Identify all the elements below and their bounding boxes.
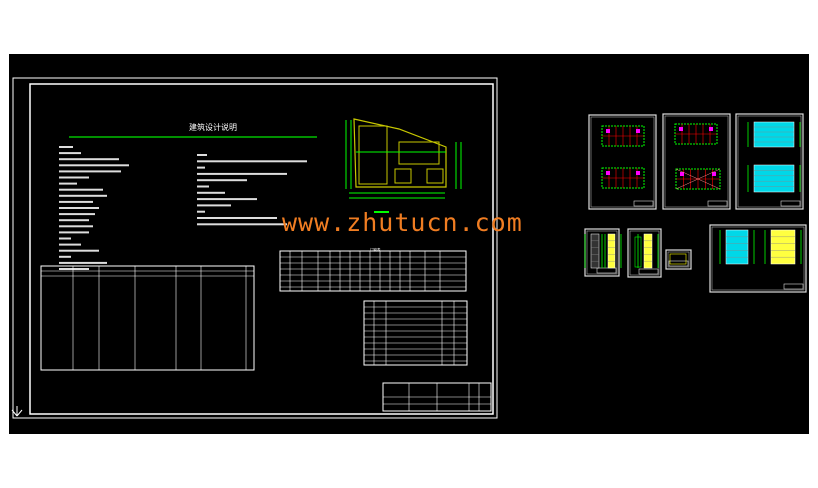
ucs-icon — [11, 406, 23, 417]
note-line — [59, 182, 77, 185]
note-line — [59, 243, 81, 246]
door-window-table-title: 门窗表 — [370, 247, 381, 252]
note-line — [59, 170, 121, 173]
thumbnail-sheet — [709, 224, 807, 293]
note-line — [197, 198, 257, 201]
note-line — [59, 249, 99, 252]
note-line — [59, 231, 89, 234]
note-line — [59, 200, 93, 203]
note-line — [197, 191, 225, 194]
thumbnail-sheet — [588, 114, 657, 210]
table-border — [279, 250, 467, 292]
note-line — [59, 164, 129, 167]
note-line — [59, 261, 107, 264]
drawing-title: 建筑设计说明 — [189, 122, 237, 132]
sheet-inner-border — [29, 83, 494, 415]
table-border — [40, 265, 255, 371]
note-line — [59, 152, 81, 155]
site-plan — [345, 118, 462, 213]
watermark: www.zhutucn.com — [282, 208, 523, 237]
table-border — [363, 300, 468, 366]
note-line — [59, 176, 89, 179]
thumbnail-sheet — [735, 113, 804, 210]
note-line — [197, 185, 209, 188]
note-line — [197, 210, 205, 213]
cad-drawing: 建筑设计说明 门窗表 — [11, 77, 807, 419]
note-line — [197, 223, 287, 226]
note-line — [197, 154, 207, 156]
thumbnail-sheet — [662, 113, 731, 210]
note-line — [59, 188, 103, 191]
note-line — [59, 237, 71, 240]
note-line — [59, 255, 71, 258]
thumbnail-sheet — [627, 228, 662, 278]
design-notes — [59, 146, 307, 270]
note-line — [59, 268, 89, 270]
note-line — [59, 158, 119, 161]
note-line — [59, 146, 73, 148]
note-line — [59, 194, 107, 197]
note-line — [59, 213, 95, 216]
note-line — [197, 160, 307, 163]
note-line — [197, 179, 247, 182]
note-line — [197, 204, 231, 207]
thumbnail-sheet — [665, 249, 692, 270]
note-line — [59, 207, 99, 209]
sheet-thumbnails — [584, 113, 807, 293]
note-line — [59, 225, 93, 228]
note-line — [59, 219, 89, 222]
note-line — [197, 166, 205, 169]
sheet-outer-border — [12, 77, 498, 419]
note-line — [197, 217, 277, 219]
schedule-tables — [40, 250, 492, 412]
note-line — [197, 172, 287, 175]
cad-model-space[interactable]: 建筑设计说明 门窗表 — [9, 54, 809, 434]
